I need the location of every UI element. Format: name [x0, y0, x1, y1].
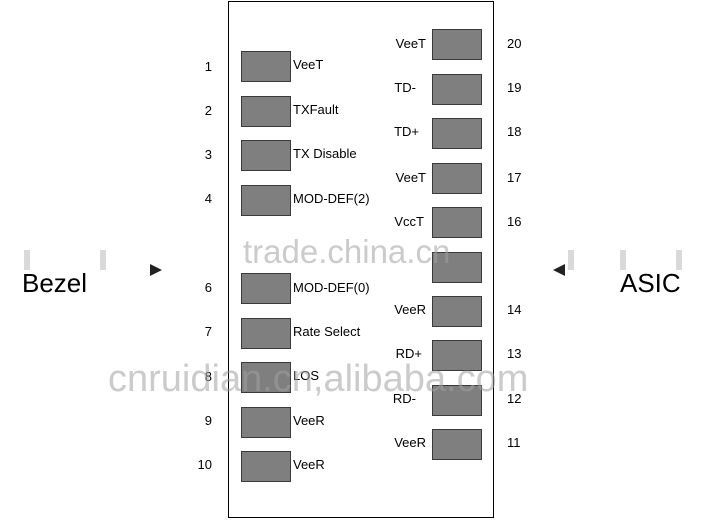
- pin-number: 2: [204, 103, 212, 118]
- pin-label: MOD-DEF(0): [293, 280, 370, 295]
- pin-label: VeeR: [293, 457, 325, 472]
- pin-pad: [432, 296, 482, 327]
- pin-label: TD-: [394, 80, 416, 95]
- watermark-trade: trade.china.cn: [243, 233, 451, 270]
- pin-number: 8: [204, 369, 212, 384]
- bezel-label: Bezel: [22, 268, 88, 298]
- pin-label: VeeT: [395, 36, 426, 51]
- pin-label: VeeR: [394, 435, 426, 450]
- pin-number: 3: [204, 147, 212, 162]
- pin-label: RD-: [392, 391, 416, 406]
- pin-label: MOD-DEF(2): [293, 191, 370, 206]
- pin-number: 18: [507, 124, 522, 139]
- pin-label: LOS: [293, 368, 320, 383]
- pin-label: VeeT: [293, 57, 324, 72]
- pin-label: VeeR: [293, 413, 325, 428]
- pin-pad: [432, 252, 482, 283]
- watermark-cnruidian: cnruidian.cn,alibaba.com: [108, 358, 529, 400]
- pin-label: VeeT: [395, 170, 426, 185]
- dash-mark: [676, 250, 682, 270]
- pin-number: 17: [507, 170, 522, 185]
- pin-label: TXFault: [293, 102, 339, 117]
- pin-pad: [241, 96, 291, 127]
- pin-pad: [432, 118, 482, 149]
- pin-pad: [241, 273, 291, 304]
- pin-pad: [432, 340, 482, 371]
- pin-number: 16: [507, 214, 522, 229]
- pin-pad: [432, 29, 482, 60]
- pin-number: 9: [204, 413, 212, 428]
- pin-number: 20: [507, 36, 522, 51]
- pin-label: RD+: [395, 346, 422, 361]
- arrow-right-icon: [150, 264, 162, 276]
- pin-pad: [432, 74, 482, 105]
- dash-mark: [100, 250, 106, 270]
- pin-number: 12: [507, 391, 522, 406]
- pin-label: Rate Select: [293, 324, 361, 339]
- pin-pad: [241, 362, 291, 393]
- pin-label: TX Disable: [293, 146, 357, 161]
- arrow-left-icon: [553, 264, 565, 276]
- pin-label: VeeR: [394, 302, 426, 317]
- pin-number: 19: [507, 80, 522, 95]
- pin-number: 11: [507, 435, 521, 450]
- pin-label: TD+: [394, 124, 419, 139]
- pin-pad: [241, 140, 291, 171]
- pin-number: 14: [507, 302, 522, 317]
- pin-label: VccT: [394, 214, 424, 229]
- pin-number: 7: [204, 324, 212, 339]
- dash-mark: [620, 250, 626, 270]
- pin-pad: [432, 163, 482, 194]
- pin-pad: [241, 185, 291, 216]
- pin-pad: [432, 207, 482, 238]
- pin-number: 4: [204, 191, 212, 206]
- pin-number: 10: [197, 457, 212, 472]
- asic-label: ASIC: [620, 268, 681, 298]
- dash-mark: [568, 250, 574, 270]
- pin-pad: [241, 407, 291, 438]
- dash-mark: [24, 250, 30, 270]
- pin-pad: [241, 451, 291, 482]
- pin-number: 13: [507, 346, 522, 361]
- pin-number: 1: [204, 59, 212, 74]
- pin-pad: [432, 429, 482, 460]
- pin-pad: [241, 318, 291, 349]
- pin-number: 6: [204, 280, 212, 295]
- pin-pad: [432, 385, 482, 416]
- pin-pad: [241, 51, 291, 82]
